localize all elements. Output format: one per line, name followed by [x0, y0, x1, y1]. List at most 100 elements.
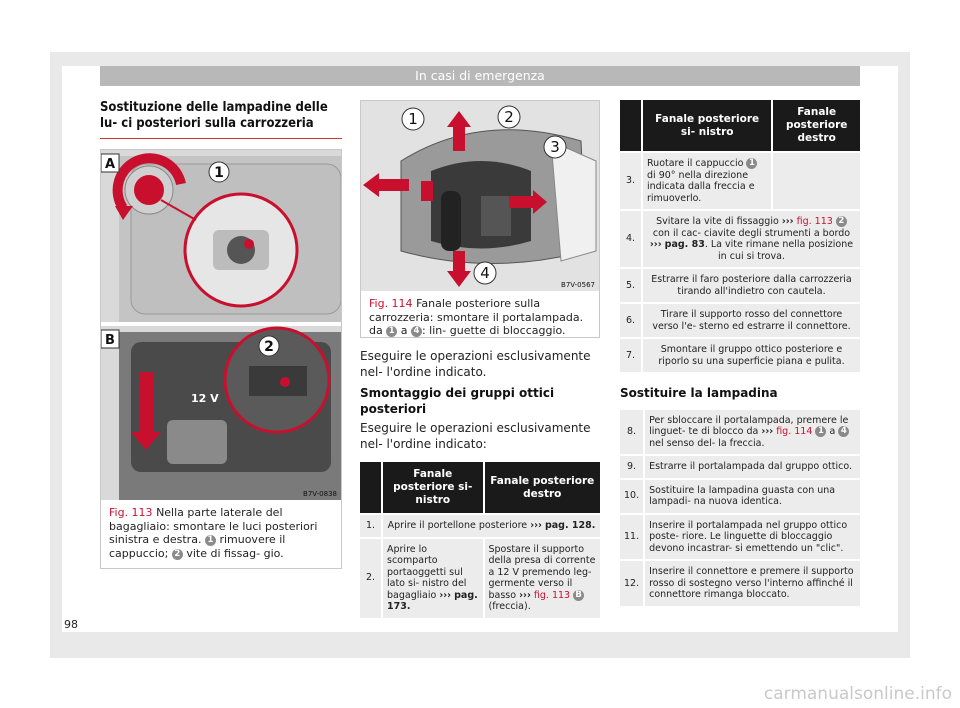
figure-114-illustration: 1 2 3 4 B7V-0567 — [361, 101, 599, 291]
table-row: 3. Ruotare il cappuccio 1 di 90° nella d… — [620, 151, 860, 210]
figure-113-caption: Fig. 113 Nella parte laterale del bagagl… — [101, 500, 341, 560]
callout-2: 2 — [504, 108, 514, 126]
step-text: Inserire il connettore e premere il supp… — [643, 559, 860, 606]
step-number: 7. — [620, 337, 642, 372]
step-text-part: . La vite rimane nella posizione in cui … — [704, 239, 854, 262]
column-2: 1 2 3 4 B7V-0567 Fig. 114 Fanale posteri… — [360, 100, 600, 618]
step-text: Aprire il portellone posteriore ››› pag.… — [381, 513, 600, 538]
step-number: 3. — [620, 151, 642, 210]
caption-part-1: rimuovere il cappuccio; — [109, 533, 286, 560]
step-number-badge: 1 — [204, 535, 216, 546]
step-text-part: con il cac- ciavite degli strumenti a bo… — [652, 227, 851, 239]
step-text-part: Ruotare il cappuccio — [647, 158, 744, 169]
arrow-ref: ››› — [439, 589, 452, 601]
table-header-left: Fanale posteriore si- nistro — [381, 462, 484, 514]
arrow-ref: ››› — [761, 426, 774, 437]
table-row: 12. Inserire il connettore e premere il … — [620, 559, 860, 606]
step-number-badge: 1 — [386, 326, 398, 337]
steps-table-2: Fanale posteriore si- nistro Fanale post… — [620, 100, 860, 372]
step-text: Inserire il portalampada nel gruppo otti… — [643, 512, 860, 560]
arrow-ref: ››› — [530, 520, 542, 531]
step-number: 9. — [620, 454, 645, 479]
section-title: Sostituzione delle lampadine delle lu- c… — [100, 100, 342, 139]
step-number: 1. — [360, 513, 382, 538]
step-text-part: (freccia). — [488, 601, 531, 612]
subheading-replace-bulb: Sostituire la lampadina — [620, 386, 778, 400]
table-header-right: Fanale posteriore destro — [771, 100, 860, 152]
figure-113-code: B7V-0838 — [303, 490, 337, 498]
figure-113: 1 A 12 V 2 B B7V-0838 Fig. 113 Nella par… — [100, 149, 342, 569]
step-number-badge: 2 — [835, 216, 847, 227]
table-row: 6. Tirare il supporto rosso del connetto… — [620, 302, 860, 338]
callout-1: 1 — [408, 110, 418, 128]
arrow-ref: ››› — [781, 216, 794, 227]
step-text: Sostituire la lampadina guasta con una l… — [643, 477, 860, 514]
figure-ref[interactable]: fig. 113 — [796, 216, 833, 227]
figure-113-illustration: 1 A 12 V 2 B B7V-0838 — [101, 150, 341, 500]
panel-label-b: B — [105, 333, 115, 348]
intro-paragraph-2: Eseguire le operazioni esclusivamente ne… — [360, 421, 591, 451]
table-row: 10. Sostituire la lampadina guasta con u… — [620, 477, 860, 514]
step-number-badge: 4 — [410, 326, 422, 337]
step-text-right: Spostare il supporto della presa di corr… — [482, 536, 600, 618]
step-number: 11. — [620, 512, 645, 560]
step-number-badge: 1 — [815, 426, 827, 437]
caption-text: Nella parte laterale del bagagliaio: smo… — [109, 506, 318, 546]
watermark: carmanualsonline.info — [763, 684, 952, 704]
caption-fig-ref: Fig. 114 — [369, 297, 413, 310]
voltage-label: 12 V — [191, 392, 219, 405]
caption-fig-ref: Fig. 113 — [109, 506, 153, 519]
figure-114: 1 2 3 4 B7V-0567 Fig. 114 Fanale posteri… — [360, 100, 600, 338]
step-text: Per sbloccare il portalampada, premere l… — [643, 409, 860, 455]
step-number: 4. — [620, 209, 642, 268]
step-text-left: Ruotare il cappuccio 1 di 90° nella dire… — [640, 151, 773, 210]
table-row: 1. Aprire il portellone posteriore ››› p… — [360, 513, 600, 538]
panel-label-a: A — [105, 157, 115, 172]
step-text-right-empty — [771, 151, 860, 210]
table-header-empty — [620, 100, 642, 152]
step-text-part: Per sbloccare il portalampada, premere l… — [649, 414, 849, 438]
table-header-row: Fanale posteriore si- nistro Fanale post… — [360, 462, 600, 514]
step-number: 5. — [620, 267, 642, 303]
step-number: 2. — [360, 536, 382, 618]
step-text-part: Spostare il supporto della presa di corr… — [488, 543, 596, 601]
table-row: 11. Inserire il portalampada nel gruppo … — [620, 512, 860, 560]
figure-ref[interactable]: fig. 113 — [533, 589, 571, 601]
table-row: 4. Svitare la vite di fissaggio ››› fig.… — [620, 209, 860, 268]
page-ref[interactable]: pag. 173. — [387, 589, 478, 613]
step-text: Estrarre il portalampada dal gruppo otti… — [643, 454, 860, 479]
caption-text: Fanale posteriore sulla carrozzeria: smo… — [369, 297, 584, 337]
caption-part-2: vite di fissag- gio. — [186, 546, 284, 560]
callout-b2: 2 — [264, 339, 274, 355]
table-row: 5. Estrarre il faro posteriore dalla car… — [620, 267, 860, 303]
callout-3: 3 — [550, 138, 560, 156]
figure-114-code: B7V-0567 — [561, 281, 595, 289]
table-header-right: Fanale posteriore destro — [482, 462, 600, 514]
column-3: Fanale posteriore si- nistro Fanale post… — [620, 100, 860, 606]
table-header-row: Fanale posteriore si- nistro Fanale post… — [620, 100, 860, 152]
table-row: 2. Aprire lo scomparto portaoggetti sul … — [360, 536, 600, 618]
steps-table-3: 8. Per sbloccare il portalampada, premer… — [620, 409, 860, 606]
step-text: Tirare il supporto rosso del connettore … — [641, 302, 860, 338]
figure-ref[interactable]: fig. 114 — [776, 426, 813, 437]
step-text-part: di 90° nella direzione indicata dalla fr… — [647, 169, 755, 204]
step-number: 8. — [620, 409, 645, 455]
steps-table-1: Fanale posteriore si- nistro Fanale post… — [360, 462, 600, 618]
step-number: 12. — [620, 559, 645, 606]
step-number: 6. — [620, 302, 642, 338]
column-1: Sostituzione delle lampadine delle lu- c… — [100, 100, 342, 569]
step-text: Smontare il gruppo ottico posteriore e r… — [641, 337, 860, 372]
step-number-badge: 4 — [838, 426, 850, 437]
table-row: 7. Smontare il gruppo ottico posteriore … — [620, 337, 860, 372]
arrow-ref: ››› — [519, 589, 531, 601]
table-header-left: Fanale posteriore si- nistro — [640, 100, 773, 152]
step-number: 10. — [620, 477, 645, 514]
step-text: Estrarre il faro posteriore dalla carroz… — [641, 267, 860, 303]
caption-end: : lin- guette di bloccaggio. — [421, 324, 566, 337]
page-ref[interactable]: pag. 83 — [664, 239, 705, 250]
intro-paragraph: Eseguire le operazioni esclusivamente ne… — [360, 349, 591, 379]
figure-114-caption: Fig. 114 Fanale posteriore sulla carrozz… — [361, 291, 599, 338]
callout-a1: 1 — [214, 165, 224, 181]
page-ref[interactable]: pag. 128. — [544, 520, 596, 531]
step-text-left: Aprire lo scomparto portaoggetti sul lat… — [381, 536, 484, 618]
